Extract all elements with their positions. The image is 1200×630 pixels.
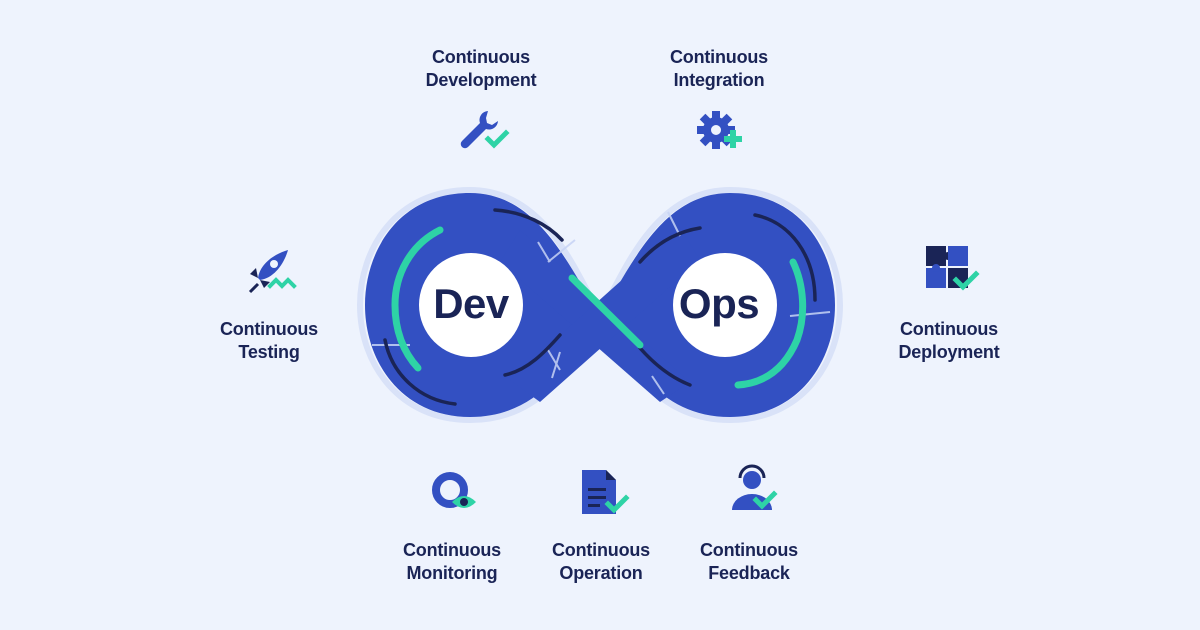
stage-line1: Continuous [552,540,650,560]
dev-word: Dev [433,280,509,327]
stage-line2: Feedback [708,563,790,583]
rocket-trend-icon [248,250,297,294]
ops-word: Ops [678,280,760,327]
gear-plus-icon [697,111,742,149]
stage-line2: Deployment [898,342,1000,362]
magnifier-eye-icon [432,472,476,508]
stage-line2: Monitoring [406,563,498,583]
stage-line1: Continuous [900,319,998,339]
stage-label-development: Continuous Development [381,46,581,92]
stage-label-integration: Continuous Integration [619,46,819,92]
dev-hole [419,253,523,357]
document-check-icon [582,470,630,514]
stage-line2: Testing [238,342,300,362]
stage-line1: Continuous [700,540,798,560]
stage-line1: Continuous [432,47,530,67]
stage-line1: Continuous [403,540,501,560]
ops-hole [673,253,777,357]
stage-line2: Integration [673,70,765,90]
stage-line1: Continuous [220,319,318,339]
stage-label-feedback: Continuous Feedback [649,539,849,585]
stage-line2: Operation [559,563,643,583]
stage-line2: Development [425,70,537,90]
headset-user-icon [732,464,778,510]
stage-label-operation: Continuous Operation [501,539,701,585]
puzzle-check-icon [926,246,980,291]
stage-line1: Continuous [670,47,768,67]
stage-label-monitoring: Continuous Monitoring [352,539,552,585]
wrench-check-icon [460,111,510,149]
stage-label-testing: Continuous Testing [169,318,369,364]
stage-label-deployment: Continuous Deployment [849,318,1049,364]
